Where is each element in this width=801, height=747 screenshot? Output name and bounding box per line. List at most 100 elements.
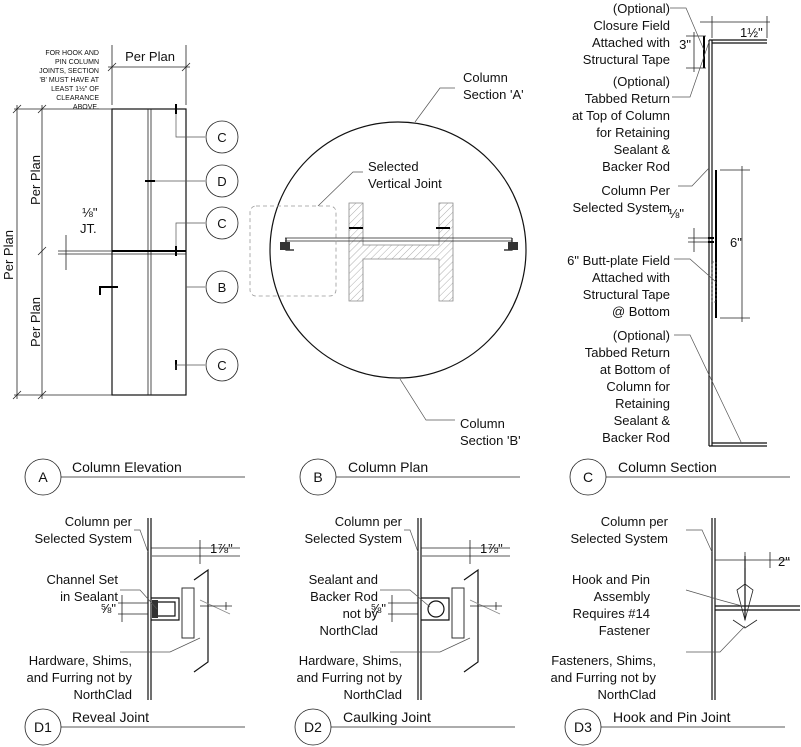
elevation-note-5: LEAST 1½" OF — [51, 85, 99, 93]
title-a-text: Column Elevation — [72, 459, 182, 475]
callout-label: D — [217, 174, 226, 189]
tabbed-bottom-line6: Sealant & — [614, 413, 671, 428]
callout-circle — [205, 348, 239, 382]
title-b-text: Column Plan — [348, 459, 428, 475]
d3-dim-2: 2" — [778, 554, 790, 569]
per-plan-overall-label: Per Plan — [1, 230, 16, 280]
callout-label: C — [217, 216, 226, 231]
butt-plate-line1: 6" Butt-plate Field — [567, 253, 670, 268]
dim-1-5-label: 1½" — [740, 25, 763, 40]
d2-sealant-line3: not by — [343, 606, 379, 621]
tabbed-bottom-line4: Column for — [606, 379, 670, 394]
d1-dim-5-8: ⅝" — [101, 601, 117, 616]
title-c: C Column Section — [569, 458, 790, 496]
title-d2-text: Caulking Joint — [343, 709, 431, 725]
reveal-joint-drawing: 1⅞" ⅝" Column per Selected System Channe… — [26, 514, 240, 702]
section-callouts: C D C B C — [205, 120, 239, 382]
column-elevation-drawing: FOR HOOK AND PIN COLUMN JOINTS, SECTION … — [1, 45, 205, 400]
d2-dim-1-7-8: 1⅞" — [480, 541, 503, 556]
tabbed-top-line2: Tabbed Return — [585, 91, 670, 106]
butt-plate-line2: Attached with — [592, 270, 670, 285]
d3-hook-line4: Fastener — [599, 623, 651, 638]
tabbed-top-line4: for Retaining — [596, 125, 670, 140]
section-a-line1: Column — [463, 70, 508, 85]
title-d3-id: D3 — [574, 719, 592, 735]
d1-channel-line1: Channel Set — [46, 572, 118, 587]
title-d3-text: Hook and Pin Joint — [613, 709, 731, 725]
title-d3: D3 Hook and Pin Joint — [564, 708, 785, 746]
section-b-line1: Column — [460, 416, 505, 431]
d1-dim-1-7-8: 1⅞" — [210, 541, 233, 556]
butt-plate-line4: @ Bottom — [612, 304, 670, 319]
hook-and-pin-drawing: 2" Column per Selected System Hook and P… — [550, 514, 800, 702]
d1-column-line1: Column per — [65, 514, 133, 529]
d2-hardware-line1: Hardware, Shims, — [299, 653, 402, 668]
tabbed-bottom-line3: at Bottom of — [600, 362, 670, 377]
dim-1-8-label: ⅛" — [669, 206, 685, 221]
callout-circle — [205, 120, 239, 154]
title-d1-text: Reveal Joint — [72, 709, 149, 725]
tabbed-bottom-line1: (Optional) — [613, 328, 670, 343]
per-plan-upper-label: Per Plan — [28, 155, 43, 205]
elevation-note-6: CLEARANCE — [56, 95, 99, 102]
d1-hardware-line1: Hardware, Shims, — [29, 653, 132, 668]
d1-column-line2: Selected System — [34, 531, 132, 546]
callout-label: C — [217, 358, 226, 373]
joint-fraction-label: ⅛" — [82, 205, 98, 220]
d2-column-line1: Column per — [335, 514, 403, 529]
tabbed-bottom-line7: Backer Rod — [602, 430, 670, 445]
title-a: A Column Elevation — [24, 458, 245, 496]
callout-label: B — [218, 280, 227, 295]
d1-hardware-line3: NorthClad — [73, 687, 132, 702]
d3-column-line2: Selected System — [570, 531, 668, 546]
title-c-id: C — [583, 469, 593, 485]
d2-sealant-line1: Sealant and — [309, 572, 378, 587]
selected-joint-line2: Vertical Joint — [368, 176, 442, 191]
title-d2: D2 Caulking Joint — [294, 708, 515, 746]
callout-circle — [205, 270, 239, 304]
elevation-note-7: ABOVE. — [73, 104, 99, 111]
closure-line1: (Optional) — [613, 1, 670, 16]
title-d1: D1 Reveal Joint — [24, 708, 245, 746]
tabbed-bottom-line5: Retaining — [615, 396, 670, 411]
selected-joint-line1: Selected — [368, 159, 419, 174]
caulking-joint-drawing: 1⅞" ⅝" Column per Selected System Sealan… — [296, 514, 510, 702]
dim-6-label: 6" — [730, 235, 742, 250]
elevation-note-4: 'B' MUST HAVE AT — [40, 77, 100, 84]
d3-fasteners-line1: Fasteners, Shims, — [551, 653, 656, 668]
title-d1-id: D1 — [34, 719, 52, 735]
title-d2-id: D2 — [304, 719, 322, 735]
elevation-note-3: JOINTS, SECTION — [39, 68, 99, 75]
per-plan-lower-label: Per Plan — [28, 297, 43, 347]
closure-line4: Structural Tape — [583, 52, 670, 67]
elevation-note-2: PIN COLUMN — [55, 59, 99, 66]
title-c-text: Column Section — [618, 459, 717, 475]
closure-line3: Attached with — [592, 35, 670, 50]
d2-dim-5-8: ⅝" — [371, 601, 387, 616]
butt-plate-line3: Structural Tape — [583, 287, 670, 302]
tabbed-bottom-line2: Tabbed Return — [585, 345, 670, 360]
d3-fasteners-line3: NorthClad — [597, 687, 656, 702]
title-b: B Column Plan — [299, 458, 520, 496]
title-a-id: A — [38, 469, 48, 485]
d1-channel-line2: in Sealant — [60, 589, 118, 604]
title-b-id: B — [313, 469, 322, 485]
d3-fasteners-line2: and Furring not by — [550, 670, 656, 685]
d2-column-line2: Selected System — [304, 531, 402, 546]
section-b-line2: Section 'B' — [460, 433, 521, 448]
callout-circle — [205, 206, 239, 240]
callout-circle — [205, 164, 239, 198]
section-a-line2: Section 'A' — [463, 87, 524, 102]
tabbed-top-line3: at Top of Column — [572, 108, 670, 123]
d3-hook-line1: Hook and Pin — [572, 572, 650, 587]
joint-jt-label: JT. — [80, 221, 97, 236]
d2-hardware-line3: NorthClad — [343, 687, 402, 702]
d2-sealant-line2: Backer Rod — [310, 589, 378, 604]
callout-label: C — [217, 130, 226, 145]
elevation-note-1: FOR HOOK AND — [45, 50, 99, 57]
column-plan-drawing: Selected Vertical Joint Column Section '… — [249, 70, 527, 448]
dim-3-label: 3" — [679, 37, 691, 52]
column-per-line1: Column Per — [601, 183, 670, 198]
d3-hook-line3: Requires #14 — [573, 606, 650, 621]
